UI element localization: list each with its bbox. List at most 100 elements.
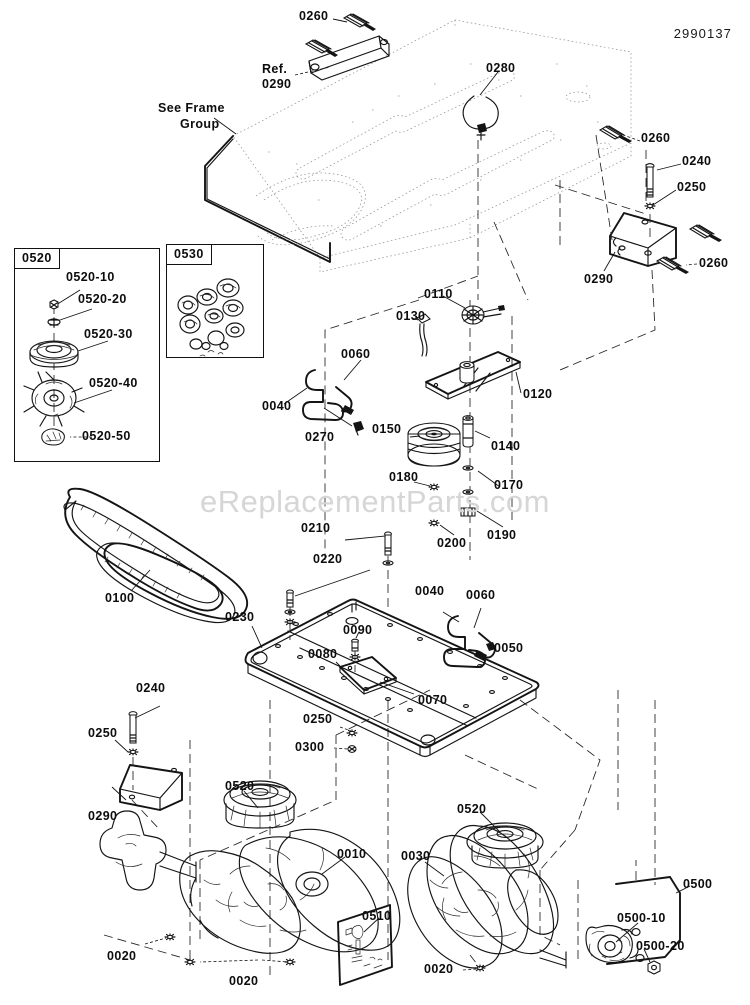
callout-0040-lower: 0040 — [415, 584, 445, 598]
washer-0250-frame — [346, 729, 358, 737]
callout-0020-b: 0020 — [229, 974, 259, 988]
pulley-0110 — [461, 305, 505, 325]
callout-0130: 0130 — [396, 309, 426, 323]
washer-0250-left — [127, 748, 139, 756]
rod-0210 — [382, 531, 394, 608]
leader-lines — [55, 18, 698, 971]
callout-0300: 0300 — [295, 740, 325, 754]
group-0500-parts — [585, 860, 681, 975]
nut-0520-10 — [49, 299, 59, 310]
callout-0010: 0010 — [337, 847, 367, 861]
callout-0210: 0210 — [301, 521, 331, 535]
inset-label-0520-50: 0520-50 — [82, 429, 131, 443]
callout-0050: 0050 — [494, 641, 524, 655]
washer-0170 — [462, 465, 474, 471]
bolt-0240-right — [645, 163, 655, 198]
callout-0070: 0070 — [418, 693, 448, 707]
bolt-0020-a — [164, 933, 176, 941]
callout-0110: 0110 — [424, 287, 453, 301]
fan-0520-right — [466, 822, 544, 869]
frame-reference-outline — [204, 19, 632, 273]
screw-0260-top-a — [342, 13, 376, 31]
callout-0510: 0510 — [362, 909, 392, 923]
callout-0180: 0180 — [389, 470, 419, 484]
callout-0190: 0190 — [487, 528, 517, 542]
callout-0100: 0100 — [105, 591, 135, 605]
transaxle-0010 — [99, 780, 401, 966]
callout-0080: 0080 — [308, 647, 338, 661]
fan-0520-40 — [23, 371, 85, 427]
bracket-0290-lower-left — [119, 711, 183, 811]
callout-0240-right: 0240 — [682, 154, 712, 168]
belt-0100 — [63, 487, 249, 624]
callout-0290-left: 0290 — [88, 809, 118, 823]
screw-0260-right-b — [688, 224, 722, 242]
decal-0510 — [337, 904, 393, 986]
nut-0190 — [460, 507, 476, 517]
inset-label-0520-20: 0520-20 — [78, 292, 127, 306]
bolt-0090 — [349, 638, 361, 672]
assembly-construction-lines — [189, 134, 656, 975]
transaxle-0030 — [407, 822, 567, 972]
callout-0280: 0280 — [486, 61, 516, 75]
callout-0250-right: 0250 — [677, 180, 707, 194]
callout-0500-20: 0500-20 — [636, 939, 685, 953]
pin-0130 — [416, 313, 431, 357]
pulley-0150 — [407, 422, 461, 467]
callout-0020-a: 0020 — [107, 949, 137, 963]
callout-0150: 0150 — [372, 422, 402, 436]
inset-box-0530: 0530 — [166, 244, 264, 358]
bar-0120 — [425, 351, 521, 400]
callout-0500-10: 0500-10 — [617, 911, 666, 925]
callout-0230: 0230 — [225, 610, 255, 624]
inset-0530-art — [177, 278, 245, 357]
callout-0170: 0170 — [494, 478, 524, 492]
callout-0260-right-b: 0260 — [699, 256, 729, 270]
fan-0520-left — [223, 780, 297, 829]
bracket-0290-right — [598, 125, 722, 274]
bolt-0020-b — [184, 958, 196, 966]
washer-0200 — [428, 519, 440, 527]
plate-0080 — [339, 656, 397, 695]
callout-0240-left: 0240 — [136, 681, 166, 695]
inset-tag-0530: 0530 — [166, 244, 212, 265]
washer-0520-20 — [47, 317, 61, 328]
spacer-0140 — [462, 415, 474, 448]
callout-0140: 0140 — [491, 439, 521, 453]
screw-0260-right-a — [598, 125, 632, 143]
callout-0220: 0220 — [313, 552, 343, 566]
nut-0500-20 — [647, 960, 661, 975]
washer-0170b — [462, 489, 474, 495]
note-ref-0290-line1: Ref. — [262, 62, 288, 76]
pulley-0520-30 — [29, 340, 79, 368]
note-see-frame-line1: See Frame — [158, 101, 225, 115]
inset-box-0520: 0520 — [14, 248, 160, 462]
rod-0220 — [284, 589, 296, 640]
drawing-number: 2990137 — [673, 26, 732, 41]
screw-0260-top-b — [304, 39, 338, 57]
callout-0500: 0500 — [683, 877, 713, 891]
callout-0090: 0090 — [343, 623, 373, 637]
callout-0520-left: 0520 — [225, 779, 255, 793]
callout-0200: 0200 — [437, 536, 467, 550]
callout-0260-right-a: 0260 — [641, 131, 671, 145]
washer-0250-right — [644, 202, 656, 210]
callout-0250-frame: 0250 — [303, 712, 333, 726]
callout-0290-right: 0290 — [584, 272, 614, 286]
washer-0180 — [428, 483, 440, 491]
screw-0260-right-c — [655, 256, 689, 274]
clip-0270-upper — [353, 421, 364, 436]
callout-0520-right: 0520 — [457, 802, 487, 816]
bolt-0240-left — [128, 711, 138, 744]
note-ref-0290-line2: 0290 — [262, 77, 292, 91]
bolt-0020-c — [284, 958, 296, 966]
callout-0020-c: 0020 — [424, 962, 454, 976]
callout-0250-left: 0250 — [88, 726, 118, 740]
spring-rod-0060-upper — [302, 369, 354, 421]
fastener-0300 — [347, 745, 357, 753]
callout-0060-lower: 0060 — [466, 588, 496, 602]
callout-0260-top-a: 0260 — [299, 9, 329, 23]
inset-label-0520-30: 0520-30 — [84, 327, 133, 341]
